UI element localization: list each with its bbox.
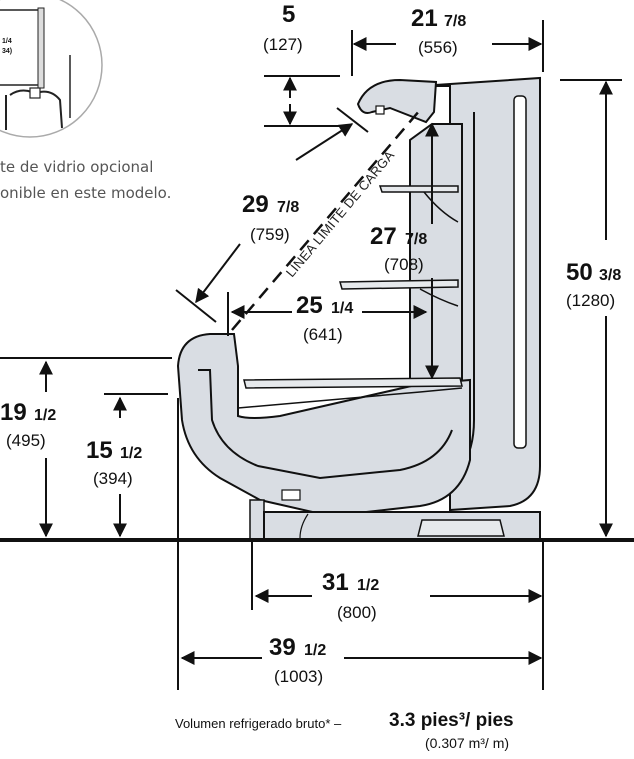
load-limit-label: LÍNEA LÍMITE DE CARGA bbox=[283, 148, 397, 280]
inset-label-bottom: 34) bbox=[2, 48, 12, 55]
dim-deck-depth-whole: 25 bbox=[296, 292, 323, 319]
inset-label-top: 1/4 bbox=[2, 38, 12, 45]
gross-volume: Volumen refrigerado bruto* – 3.3 pies³/ … bbox=[175, 710, 514, 751]
dim-deck-height-whole: 15 bbox=[86, 437, 113, 464]
dim-deck-depth-fraction: 1/4 bbox=[331, 300, 353, 317]
dim-base-depth-mm: (800) bbox=[337, 603, 377, 622]
load-limit-line: LÍNEA LÍMITE DE CARGA bbox=[231, 109, 421, 331]
dim-overall-height: 50 3/8 (1280) bbox=[566, 259, 621, 310]
dim-diagonal-mm: (759) bbox=[250, 225, 290, 244]
dim-front-height-mm: (495) bbox=[6, 431, 46, 450]
dim-base-depth-fraction: 1/2 bbox=[357, 577, 379, 594]
dim-top-depth-whole: 21 bbox=[411, 5, 438, 32]
dim-deck-depth: 25 1/4 (641) bbox=[296, 292, 353, 344]
dim-shelf-height: 27 7/8 (708) bbox=[370, 223, 427, 274]
dim-shelf-height-fraction: 7/8 bbox=[405, 231, 427, 248]
dim-overall-height-whole: 50 bbox=[566, 259, 593, 286]
dim-top-offset-mm: (127) bbox=[263, 35, 303, 54]
dim-overall-height-fraction: 3/8 bbox=[599, 267, 621, 284]
dim-shelf-height-whole: 27 bbox=[370, 223, 397, 250]
dimension-lines bbox=[0, 20, 622, 690]
dim-top-depth: 21 7/8 (556) bbox=[411, 5, 466, 57]
dim-overall-depth-whole: 39 bbox=[269, 634, 296, 661]
dim-shelf-height-mm: (708) bbox=[384, 255, 424, 274]
volume-label: Volumen refrigerado bruto* – bbox=[175, 716, 342, 731]
dim-top-depth-mm: (556) bbox=[418, 38, 458, 57]
dim-base-depth-whole: 31 bbox=[322, 569, 349, 596]
dim-overall-depth-mm: (1003) bbox=[274, 667, 323, 686]
dim-front-height-whole: 19 bbox=[0, 399, 27, 426]
dim-overall-height-mm: (1280) bbox=[566, 291, 615, 310]
glass-note-line2: onible en este modelo. bbox=[0, 184, 171, 202]
dim-overall-depth: 39 1/2 (1003) bbox=[269, 634, 326, 686]
dim-deck-height-mm: (394) bbox=[93, 469, 133, 488]
dim-deck-height: 15 1/2 (394) bbox=[86, 437, 142, 488]
dim-base-depth: 31 1/2 (800) bbox=[322, 569, 379, 622]
dim-top-offset-whole: 5 bbox=[282, 1, 295, 28]
glass-note-line1: te de vidrio opcional bbox=[0, 158, 153, 176]
dim-top-depth-fraction: 7/8 bbox=[444, 13, 466, 30]
glass-option-inset: 1/4 34) bbox=[0, 0, 103, 138]
dim-front-height-fraction: 1/2 bbox=[34, 407, 56, 424]
dim-diagonal-fraction: 7/8 bbox=[277, 199, 299, 216]
dim-top-offset: 5 (127) bbox=[263, 1, 303, 54]
dim-deck-depth-mm: (641) bbox=[303, 325, 343, 344]
volume-value: 3.3 pies³/ pies bbox=[389, 710, 514, 731]
dim-deck-height-fraction: 1/2 bbox=[120, 445, 142, 462]
floor-line bbox=[0, 538, 634, 542]
dim-front-height: 19 1/2 (495) bbox=[0, 399, 56, 450]
case-body bbox=[176, 76, 541, 541]
dim-diagonal-whole: 29 bbox=[242, 191, 269, 218]
volume-metric: (0.307 m³/ m) bbox=[425, 735, 509, 751]
dim-overall-depth-fraction: 1/2 bbox=[304, 642, 326, 659]
dim-diagonal: 29 7/8 (759) bbox=[242, 191, 299, 244]
